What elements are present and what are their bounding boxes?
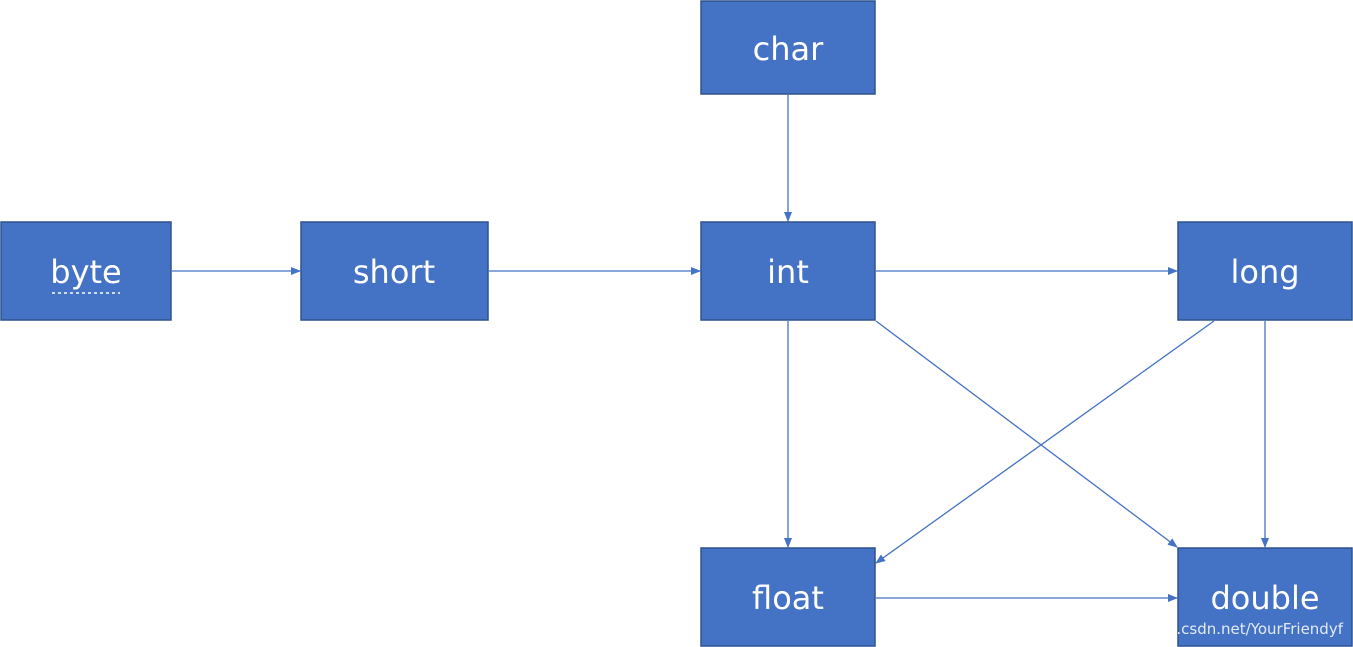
node-char: char [700, 0, 876, 95]
edge-long-to-float [875, 320, 1215, 564]
node-short-box [300, 221, 489, 321]
node-char-box [700, 0, 876, 95]
node-long-box [1177, 221, 1353, 321]
node-short-label: short [353, 253, 435, 291]
node-double: double [1177, 547, 1353, 647]
node-float-label: float [752, 579, 824, 617]
node-double-label: double [1210, 579, 1319, 617]
edges [172, 95, 1269, 602]
node-int: int [700, 221, 876, 321]
node-int-box [700, 221, 876, 321]
node-char-label: char [753, 30, 824, 68]
node-float: float [700, 547, 876, 647]
node-byte-box [0, 221, 172, 321]
node-byte: byte [0, 221, 172, 321]
node-double-box [1177, 547, 1353, 647]
edge-int-to-double [875, 320, 1178, 548]
node-int-label: int [767, 253, 809, 291]
node-long: long [1177, 221, 1353, 321]
node-byte-label: byte [50, 253, 121, 291]
node-float-box [700, 547, 876, 647]
node-short: short [300, 221, 489, 321]
node-long-label: long [1230, 253, 1299, 291]
watermark-text: g.csdn.net/YourFriendyf [1167, 620, 1344, 638]
